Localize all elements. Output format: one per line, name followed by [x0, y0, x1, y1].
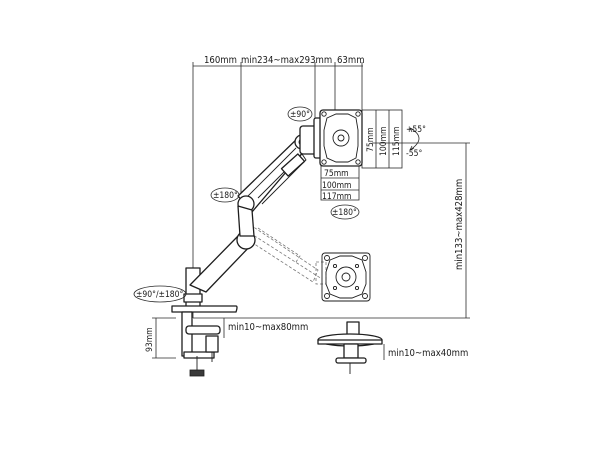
ghost-arm-position [241, 221, 327, 285]
vesa-plate [319, 109, 363, 167]
tilt-head [299, 117, 323, 159]
tilt-down-label: -55° [406, 149, 422, 159]
lower-arm [189, 230, 256, 293]
dim-vesa-h-100: 100mm [379, 127, 389, 157]
dim-vesa-117: 117mm [322, 192, 352, 202]
vesa-height-dims: 75mm 100mm 115mm [361, 109, 403, 169]
dim-grommet-range: min10~max40mm [388, 348, 468, 359]
grommet-dimensions: min10~max40mm [383, 344, 468, 360]
rotation-head-swivel-label: ±90° [290, 110, 310, 120]
dim-vesa-h-75: 75mm [366, 127, 376, 152]
dim-160mm: 160mm [204, 55, 237, 66]
tilt-indicator: +55° -55° [406, 125, 426, 159]
dim-vesa-h-115: 115mm [392, 127, 402, 157]
rotation-head-swivel: ±90° [287, 106, 313, 122]
rotation-base: ±90°/±180° [133, 285, 187, 303]
rotation-head-rotate: ±180° [330, 204, 360, 220]
gas-spring-upper-arm [237, 134, 311, 213]
grommet-mount [317, 321, 383, 374]
dim-vesa-75: 75mm [324, 169, 349, 179]
rotation-elbow: ±180° [210, 187, 240, 203]
clamp-dimensions: 93mm min10~max80mm [145, 317, 308, 359]
dim-clamp-height: 93mm [145, 327, 155, 352]
height-dimension: min133~max428mm [193, 142, 470, 319]
desk-clamp [171, 305, 238, 377]
tilt-up-label: +55° [406, 125, 426, 135]
arm-link [237, 205, 255, 237]
ghost-vesa-plate [321, 252, 371, 302]
rotation-elbow-label: ±180° [213, 191, 238, 201]
rotation-head-rotate-label: ±180° [332, 208, 357, 218]
dim-arm-reach: min234~max293mm [241, 55, 332, 66]
dim-vesa-100: 100mm [322, 181, 352, 191]
dim-63mm: 63mm [337, 55, 365, 66]
dim-height-range: min133~max428mm [454, 179, 465, 270]
rotation-base-label: ±90°/±180° [136, 290, 184, 300]
vesa-width-dims: 75mm 100mm 117mm [320, 165, 360, 202]
dim-clamp-opening: min10~max80mm [228, 322, 308, 333]
